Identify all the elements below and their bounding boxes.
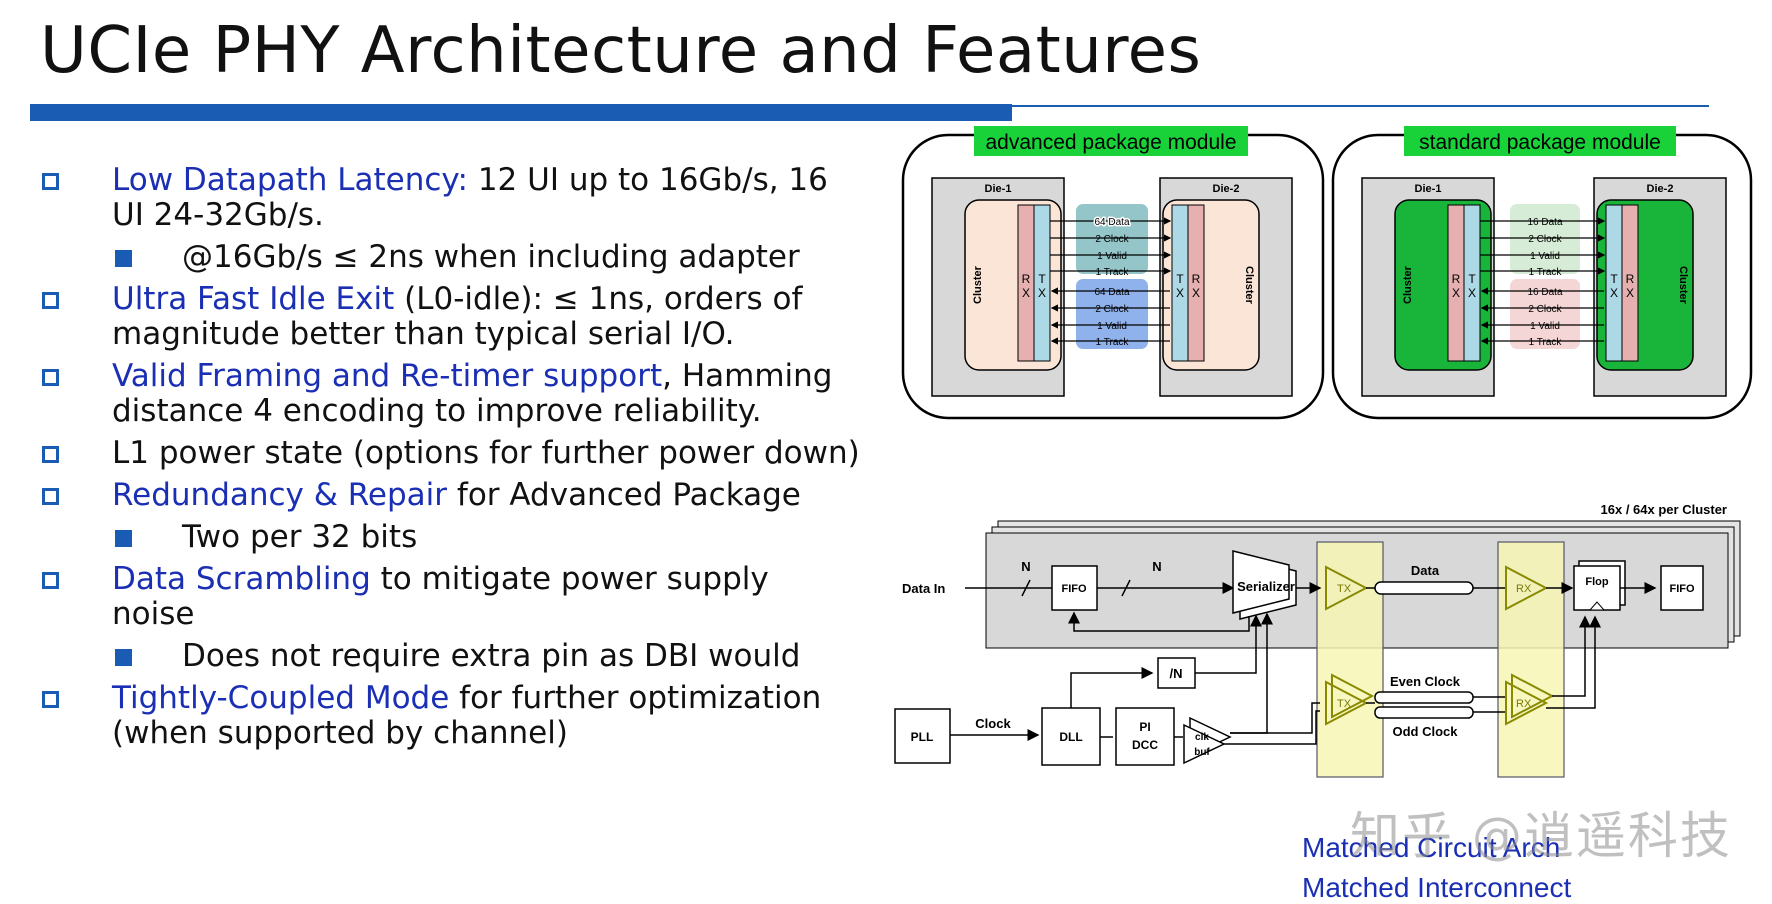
- filled-square-icon: [115, 250, 132, 267]
- svg-text:Flop: Flop: [1585, 576, 1608, 588]
- title-rule-thick: [30, 104, 1012, 121]
- svg-text:1 Valid: 1 Valid: [1097, 321, 1127, 332]
- sub-bullet-redundancy: Two per 32 bits: [40, 520, 860, 555]
- feature-list: Low Datapath Latency: 12 UI up to 16Gb/s…: [40, 163, 860, 758]
- footer-matched-circuit: Matched Circuit Arch: [1302, 832, 1561, 863]
- svg-text:TX: TX: [1337, 583, 1352, 595]
- svg-text:Odd Clock: Odd Clock: [1392, 724, 1458, 739]
- hollow-square-icon: [42, 488, 59, 505]
- bullet-tightly-coupled: Tightly-Coupled Mode for further optimiz…: [40, 681, 860, 751]
- svg-text:64 Data: 64 Data: [1094, 217, 1129, 228]
- bullet-framing: Valid Framing and Re-timer support, Hamm…: [40, 359, 860, 429]
- svg-text:buf: buf: [1194, 747, 1210, 758]
- standard-package-module: standard package module Die-1 Cluster RX…: [1331, 126, 1753, 420]
- svg-text:1 Track: 1 Track: [1096, 267, 1130, 278]
- phy-diagram: advanced package module Die-1 Cluster RX…: [894, 126, 1753, 778]
- svg-text:1 Track: 1 Track: [1096, 337, 1130, 348]
- advanced-package-module: advanced package module Die-1 Cluster RX…: [901, 126, 1325, 420]
- svg-text:64 Data: 64 Data: [1094, 287, 1129, 298]
- svg-text:T: T: [1176, 272, 1184, 286]
- svg-text:Cluster: Cluster: [1243, 266, 1255, 305]
- svg-text:2 Clock: 2 Clock: [1528, 304, 1562, 315]
- svg-text:T: T: [1468, 272, 1476, 286]
- hollow-square-icon: [42, 691, 59, 708]
- hollow-square-icon: [42, 292, 59, 309]
- svg-text:T: T: [1610, 272, 1618, 286]
- svg-text:N: N: [1021, 559, 1030, 574]
- hollow-square-icon: [42, 446, 59, 463]
- bullet-l1-power: L1 power state (options for further powe…: [40, 436, 860, 471]
- svg-text:Cluster: Cluster: [1402, 265, 1414, 304]
- svg-text:X: X: [1038, 286, 1046, 300]
- svg-text:R: R: [1452, 272, 1461, 286]
- fifo-in: FIFO: [1061, 583, 1086, 595]
- bullet-scrambling: Data Scrambling to mitigate power supply…: [40, 562, 860, 632]
- svg-text:1 Valid: 1 Valid: [1530, 321, 1560, 332]
- svg-text:Serializer: Serializer: [1237, 579, 1295, 594]
- filled-square-icon: [115, 530, 132, 547]
- svg-text:X: X: [1176, 286, 1184, 300]
- svg-text:N: N: [1152, 559, 1161, 574]
- svg-text:X: X: [1452, 286, 1460, 300]
- svg-text:Data In: Data In: [902, 581, 945, 596]
- svg-text:RX: RX: [1516, 698, 1532, 710]
- std-module-title: standard package module: [1419, 131, 1661, 154]
- svg-text:T: T: [1038, 272, 1046, 286]
- hollow-square-icon: [42, 572, 59, 589]
- svg-text:/N: /N: [1170, 666, 1183, 681]
- adv-module-title: advanced package module: [985, 131, 1236, 154]
- svg-text:PLL: PLL: [911, 730, 934, 744]
- svg-text:TX: TX: [1337, 698, 1352, 710]
- svg-text:Clock: Clock: [975, 716, 1011, 731]
- svg-text:2 Clock: 2 Clock: [1095, 304, 1129, 315]
- svg-text:1 Valid: 1 Valid: [1530, 251, 1560, 262]
- footer-matched-interconnect: Matched Interconnect: [1302, 872, 1572, 903]
- bullet-idle-exit: Ultra Fast Idle Exit (L0-idle): ≤ 1ns, o…: [40, 282, 860, 352]
- bullet-latency: Low Datapath Latency: 12 UI up to 16Gb/s…: [40, 163, 860, 233]
- svg-text:X: X: [1192, 286, 1200, 300]
- svg-text:X: X: [1626, 286, 1634, 300]
- fifo-out: FIFO: [1669, 583, 1694, 595]
- svg-text:Even Clock: Even Clock: [1390, 674, 1461, 689]
- svg-text:Cluster: Cluster: [972, 265, 984, 304]
- svg-text:2 Clock: 2 Clock: [1095, 234, 1129, 245]
- svg-text:X: X: [1468, 286, 1476, 300]
- svg-text:RX: RX: [1516, 583, 1532, 595]
- svg-text:Die-2: Die-2: [1213, 183, 1240, 195]
- page-title: UCIe PHY Architecture and Features: [40, 14, 1202, 88]
- svg-text:X: X: [1022, 286, 1030, 300]
- sub-bullet-latency: @16Gb/s ≤ 2ns when including adapter: [40, 240, 860, 275]
- bullet-redundancy: Redundancy & Repair for Advanced Package: [40, 478, 860, 513]
- svg-text:DLL: DLL: [1059, 730, 1082, 744]
- svg-text:Die-1: Die-1: [1415, 183, 1442, 195]
- svg-text:2 Clock: 2 Clock: [1528, 234, 1562, 245]
- svg-text:Data: Data: [1411, 563, 1440, 578]
- per-cluster-label: 16x / 64x per Cluster: [1601, 502, 1727, 517]
- svg-text:R: R: [1192, 272, 1201, 286]
- svg-text:16 Data: 16 Data: [1527, 217, 1562, 228]
- svg-text:Die-2: Die-2: [1647, 183, 1674, 195]
- svg-text:DCC: DCC: [1132, 738, 1158, 752]
- svg-text:clk: clk: [1195, 732, 1209, 743]
- hollow-square-icon: [42, 173, 59, 190]
- svg-text:Cluster: Cluster: [1677, 266, 1689, 305]
- watermark: 知乎 @逍遥科技: [1350, 807, 1732, 865]
- svg-text:64 Data: 64 Data: [1094, 217, 1129, 228]
- svg-text:X: X: [1610, 286, 1618, 300]
- svg-text:R: R: [1022, 272, 1031, 286]
- svg-text:1 Track: 1 Track: [1529, 267, 1563, 278]
- svg-text:Die-1: Die-1: [985, 183, 1012, 195]
- sub-bullet-scrambling: Does not require extra pin as DBI would: [40, 639, 860, 674]
- svg-text:1 Track: 1 Track: [1529, 337, 1563, 348]
- svg-text:1 Valid: 1 Valid: [1097, 251, 1127, 262]
- title-rule-thin: [1012, 105, 1709, 107]
- hollow-square-icon: [42, 369, 59, 386]
- circuit-diagram: 16x / 64x per Cluster Data In N FIFO N S…: [894, 502, 1741, 778]
- svg-text:R: R: [1626, 272, 1635, 286]
- svg-text:16 Data: 16 Data: [1527, 287, 1562, 298]
- svg-text:PI: PI: [1139, 720, 1150, 734]
- filled-square-icon: [115, 649, 132, 666]
